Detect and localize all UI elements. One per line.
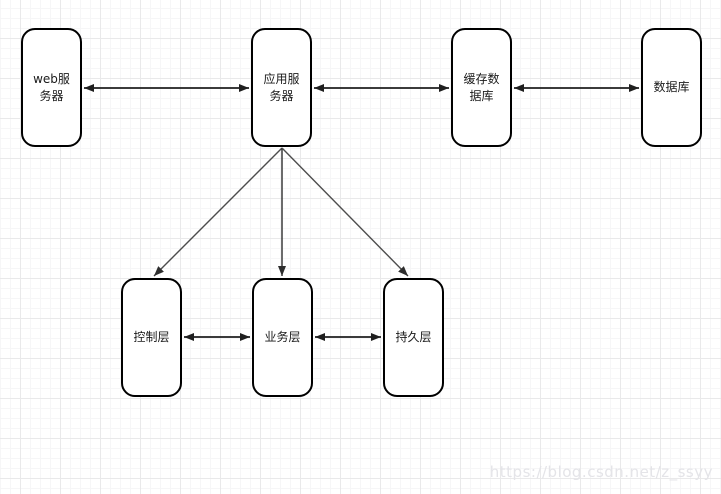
node-persistence-layer: 持久层 [383, 278, 444, 397]
node-business-layer: 业务层 [252, 278, 313, 397]
node-persistence-layer-label: 持久层 [395, 330, 432, 344]
node-database: 数据库 [641, 28, 702, 147]
node-cache-db-label: 缓存数据库 [463, 71, 500, 103]
node-business-layer-label: 业务层 [264, 330, 301, 344]
watermark: https://blog.csdn.net/z_ssyy [489, 463, 713, 481]
node-web-server-label: web服务器 [33, 71, 70, 103]
node-app-server-label: 应用服务器 [263, 71, 300, 103]
edge-appserver-controllayer [153, 147, 283, 277]
node-app-server: 应用服务器 [251, 28, 312, 147]
node-control-layer: 控制层 [121, 278, 182, 397]
node-web-server: web服务器 [21, 28, 82, 147]
node-database-label: 数据库 [653, 80, 690, 94]
edge-appserver-persistencelayer [281, 147, 409, 277]
node-cache-db: 缓存数据库 [451, 28, 512, 147]
node-control-layer-label: 控制层 [133, 330, 170, 344]
